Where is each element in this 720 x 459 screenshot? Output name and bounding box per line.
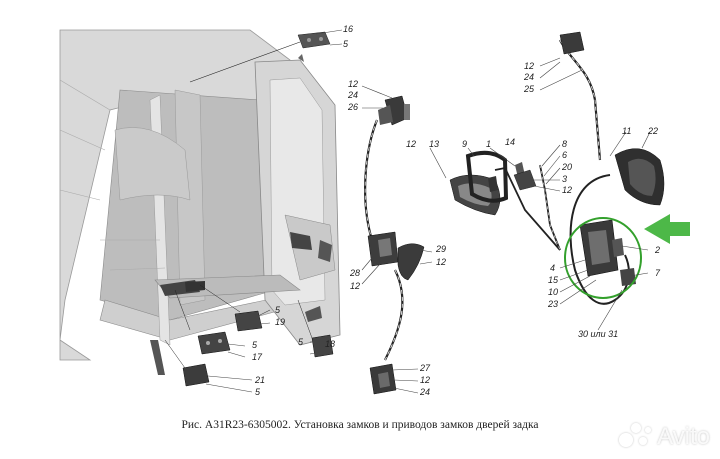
callout-12: 12 xyxy=(436,257,446,267)
callout-25: 25 xyxy=(523,84,535,94)
callout-30-or-31: 30 или 31 xyxy=(578,329,618,339)
callout-23: 23 xyxy=(547,299,558,309)
callout-21: 21 xyxy=(254,375,265,385)
upper-latch-26 xyxy=(378,95,410,126)
callout-5: 5 xyxy=(298,337,304,347)
callout-14: 14 xyxy=(505,137,515,147)
callout-15: 15 xyxy=(548,275,559,285)
highlight-circle xyxy=(564,217,642,299)
part-3 xyxy=(513,169,537,191)
highlight-arrow xyxy=(644,214,690,244)
bracket-21 xyxy=(182,363,210,387)
callout-16: 16 xyxy=(343,24,353,34)
center-lock-28 xyxy=(367,231,399,267)
callout-12: 12 xyxy=(348,79,358,89)
callout-24: 24 xyxy=(523,72,534,82)
callout-29: 29 xyxy=(435,244,446,254)
callout-6: 6 xyxy=(562,150,567,160)
callout-5: 5 xyxy=(343,39,349,49)
handle-29 xyxy=(397,243,425,281)
avito-wordmark: Avito xyxy=(657,423,710,450)
callout-24: 24 xyxy=(419,387,430,397)
callout-24: 24 xyxy=(347,90,358,100)
callout-28: 28 xyxy=(349,268,360,278)
callout-5: 5 xyxy=(255,387,261,397)
callout-8: 8 xyxy=(562,139,567,149)
callout-1: 1 xyxy=(486,139,491,149)
callout-27: 27 xyxy=(419,363,431,373)
rod-14 xyxy=(494,166,561,251)
callout-2: 2 xyxy=(654,245,660,255)
callout-11: 11 xyxy=(622,126,631,136)
callout-12: 12 xyxy=(562,185,572,195)
callout-20: 20 xyxy=(561,162,572,172)
lock-assembly-10 xyxy=(579,219,636,286)
callout-26: 26 xyxy=(347,102,358,112)
callout-5: 5 xyxy=(275,305,281,315)
leader-lines xyxy=(205,29,651,394)
avito-watermark: Avito xyxy=(619,423,710,451)
callout-12: 12 xyxy=(524,61,534,71)
callout-10: 10 xyxy=(548,287,558,297)
callout-17: 17 xyxy=(252,352,263,362)
figure-caption: Рис. A31R23-6305002. Установка замков и … xyxy=(181,419,539,431)
callout-3: 3 xyxy=(562,174,567,184)
upper-latch-24 xyxy=(559,31,585,55)
callout-7: 7 xyxy=(655,268,661,278)
lower-latch-27 xyxy=(369,363,397,395)
callout-9: 9 xyxy=(462,139,467,149)
callout-5: 5 xyxy=(252,340,258,350)
rod-upper xyxy=(364,119,379,241)
callout-12: 12 xyxy=(406,139,416,149)
callout-labels: 16 5 12 24 26 12 13 9 1 14 8 6 20 3 12 2… xyxy=(252,24,661,397)
bracket-17 xyxy=(197,331,231,355)
inner-handle-22 xyxy=(614,148,665,206)
avito-logo-icon xyxy=(619,423,653,451)
part-16-bracket xyxy=(189,31,331,83)
bezel-9 xyxy=(465,150,509,203)
callout-4: 4 xyxy=(550,263,555,273)
callout-12: 12 xyxy=(350,281,360,291)
lower-latch-parts xyxy=(150,280,205,375)
callout-12: 12 xyxy=(420,375,430,385)
rear-door-right xyxy=(254,59,341,346)
striker-18 xyxy=(305,306,334,358)
callout-13: 13 xyxy=(429,139,439,149)
callout-19: 19 xyxy=(275,317,285,327)
bracket-19 xyxy=(234,310,263,332)
callout-22: 22 xyxy=(647,126,658,136)
callout-18: 18 xyxy=(325,339,335,349)
